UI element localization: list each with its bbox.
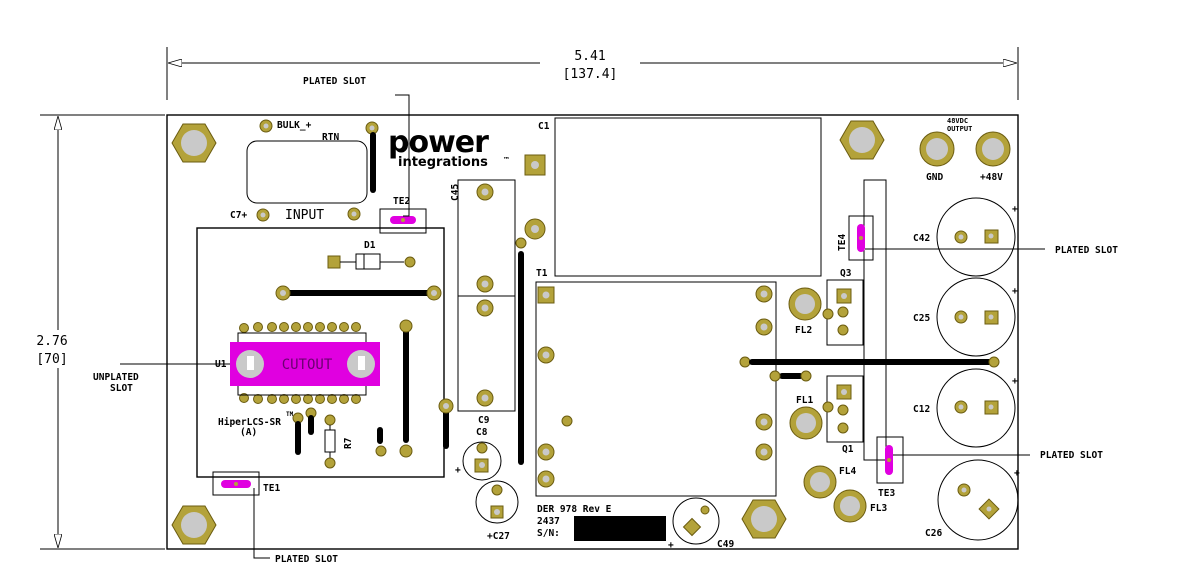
hiperlcs-label: HiperLCS-SR [218, 417, 281, 428]
c1-outline [554, 117, 822, 277]
der-label: DER 978 Rev E [537, 504, 612, 515]
te4-outline [848, 215, 874, 261]
c8-outline [462, 441, 502, 481]
c25-capacitor: + [936, 277, 1018, 357]
unplated-slot-label-line1: UNPLATED [93, 372, 139, 383]
c8-polarity: + [455, 465, 461, 476]
logo-tm: ™ [503, 156, 510, 164]
board-outline [166, 114, 1019, 550]
mounting-hole [741, 499, 787, 539]
u1-heatsink-outline [196, 227, 445, 478]
c42-polarity: + [1012, 204, 1018, 215]
c27-label: +C27 [487, 531, 510, 542]
rtn-label: RTN [322, 132, 339, 143]
t1-label: T1 [536, 268, 548, 279]
d1-body [355, 253, 381, 270]
fl3-label: FL3 [870, 503, 887, 514]
width-mm-value: [137.4] [563, 67, 618, 82]
serial-number-block [574, 516, 666, 541]
te3-outline [876, 436, 904, 484]
u1-pins-top [239, 322, 361, 333]
d1-pad [327, 255, 341, 269]
plated-slot-right-upper-label: PLATED SLOT [1055, 245, 1118, 256]
c42-label: C42 [913, 233, 930, 244]
bulk-label: BULK_+ [277, 120, 312, 131]
plated-slot-right-lower-label: PLATED SLOT [1040, 450, 1103, 461]
output-label-line1: 48VDC [947, 117, 968, 125]
c25-label: C25 [913, 313, 930, 324]
te1-label: TE1 [263, 483, 280, 494]
c9-label: C9 [478, 415, 490, 426]
cutout-label: CUTOUT [282, 357, 333, 373]
plated-slot-top-label: PLATED SLOT [303, 76, 366, 87]
gnd-label: GND [926, 172, 943, 183]
c1-label: C1 [538, 121, 550, 132]
logo-power-text: power [388, 125, 489, 160]
fl4-label: FL4 [839, 466, 856, 477]
c7-label: C7+ [230, 210, 247, 221]
c12-polarity: + [1012, 376, 1018, 387]
c9-outline [457, 295, 516, 412]
width-dimension: 5.41 [137.4] [166, 47, 1019, 100]
te2-label: TE2 [393, 196, 410, 207]
te4-label: TE4 [837, 234, 848, 251]
c49-polarity: + [668, 540, 674, 551]
c45-label: C45 [450, 184, 461, 201]
fl1-label: FL1 [796, 395, 813, 406]
input-label: INPUT [285, 208, 324, 223]
height-dimension: 2.76 [70] [36, 114, 165, 550]
height-value: 2.76 [36, 334, 67, 349]
te2-outline [379, 208, 427, 234]
te2-leader [395, 94, 410, 217]
c26-label: C26 [925, 528, 942, 539]
fl2-label: FL2 [795, 325, 812, 336]
c25-polarity: + [1012, 286, 1018, 297]
mounting-hole [171, 505, 217, 545]
output-busbar-outline [863, 179, 887, 461]
hiperlcs-variant: (A) [240, 427, 257, 438]
c42-capacitor: + [936, 197, 1018, 277]
plus48v-label: +48V [980, 172, 1003, 183]
r7-label: R7 [343, 438, 354, 449]
date-code: 2437 [537, 516, 560, 527]
q3-label: Q3 [840, 268, 852, 279]
c26-polarity: + [1014, 468, 1020, 479]
output-label-line2: OUTPUT [947, 125, 972, 133]
c26-capacitor: + [937, 459, 1020, 541]
te3-label: TE3 [878, 488, 895, 499]
input-connector-outline [246, 140, 368, 204]
d1-label: D1 [364, 240, 376, 251]
power-integrations-logo: power integrations ™ [388, 125, 510, 170]
c27-outline [475, 480, 519, 524]
c49-label: C49 [717, 539, 734, 550]
te1-leader [253, 488, 270, 559]
mounting-hole [171, 123, 217, 163]
q1-label: Q1 [842, 444, 854, 455]
c12-label: C12 [913, 404, 930, 415]
plated-slot-bottom-label: PLATED SLOT [275, 554, 338, 565]
height-mm-value: [70] [36, 352, 67, 367]
c49-outline [672, 497, 720, 545]
r7-body [324, 429, 336, 453]
c12-capacitor: + [936, 368, 1018, 448]
te1-outline [212, 471, 260, 496]
t1-outline [535, 281, 777, 497]
mounting-hole [839, 120, 885, 160]
unplated-slot-label-line2: SLOT [110, 383, 133, 394]
mounting-holes [171, 120, 885, 545]
c8-label: C8 [476, 427, 488, 438]
logo-integrations-text: integrations [398, 155, 488, 170]
sn-label: S/N: [537, 528, 560, 539]
width-value: 5.41 [574, 49, 605, 64]
hiperlcs-tm: TM [286, 411, 294, 418]
